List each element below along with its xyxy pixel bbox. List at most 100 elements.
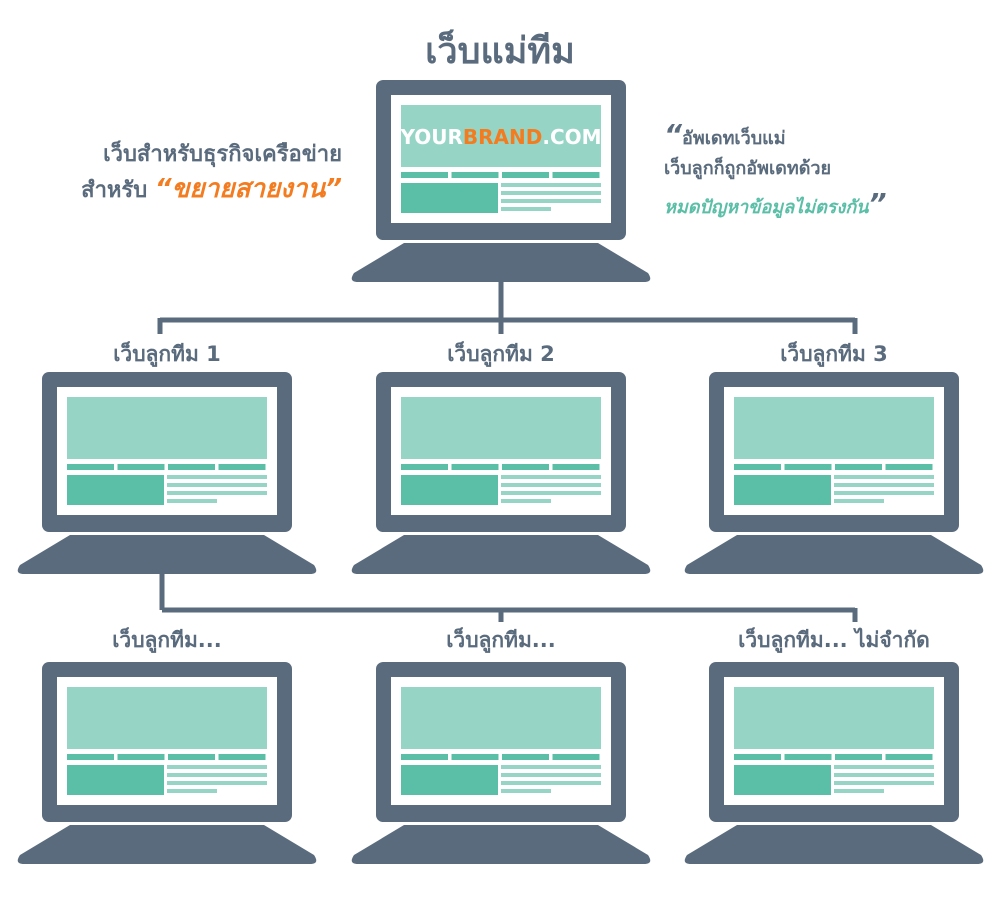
child-label-1: เว็บลูกทีม 1 <box>113 342 221 366</box>
child-laptop-2 <box>351 372 651 574</box>
screen-text-line <box>167 491 267 495</box>
screen-nav-bar <box>218 754 266 760</box>
left-text-line1: เว็บสำหรับธุรกิจเครือข่าย <box>103 142 342 167</box>
child-laptop-3 <box>684 372 984 574</box>
child-label-2: เว็บลูกทีม 2 <box>447 342 555 366</box>
connector-main <box>157 280 858 334</box>
screen-nav-bar <box>552 172 600 178</box>
screen-text-line <box>834 499 884 503</box>
highlight-text: “ขยายสายงาน” <box>154 174 342 204</box>
screen-nav-bar <box>67 464 114 470</box>
screen-nav-bar <box>218 464 266 470</box>
brand-part2: BRAND <box>463 125 542 149</box>
quote-line1-text: อัพเดทเว็บแม่ <box>682 128 786 149</box>
screen-nav-bar <box>784 464 832 470</box>
screen-nav-bar <box>401 754 448 760</box>
screen-nav-bar <box>552 754 600 760</box>
laptop-base <box>17 825 317 864</box>
quote-line2: เว็บลูกก็ถูกอัพเดทด้วย <box>664 158 832 179</box>
screen-nav-bar <box>168 754 215 760</box>
screen-nav-bar <box>451 754 499 760</box>
screen-header <box>67 687 267 749</box>
child-label-4: เว็บลูกทีม... <box>112 628 222 652</box>
screen-text-line <box>167 789 217 793</box>
screen-nav-bar <box>734 464 781 470</box>
screen-header <box>401 687 601 749</box>
screen-header <box>734 687 934 749</box>
screen-nav-bar <box>885 464 933 470</box>
screen-nav-bar <box>67 754 114 760</box>
screen-text-line <box>501 773 601 777</box>
screen-nav-bar <box>451 464 499 470</box>
screen-text-line <box>501 207 551 211</box>
connector-sub <box>159 573 858 622</box>
child-label-5: เว็บลูกทีม... <box>446 628 556 652</box>
screen-nav-bar <box>401 172 448 178</box>
screen-text-line <box>834 789 884 793</box>
screen-text-line <box>501 183 601 187</box>
screen-text-line <box>167 475 267 479</box>
screen-text-line <box>834 475 934 479</box>
screen-text-line <box>501 765 601 769</box>
screen-block <box>734 475 831 505</box>
left-text-prefix: สำหรับ <box>81 178 148 203</box>
screen-header <box>401 397 601 459</box>
quote-line3-text: หมดปัญหาข้อมูลไม่ตรงกัน <box>664 197 869 218</box>
close-quote: ” <box>868 187 887 220</box>
screen-nav-bar <box>784 754 832 760</box>
left-text-line2: สำหรับ “ขยายสายงาน” <box>81 168 342 209</box>
screen-block <box>401 183 498 213</box>
screen-nav-bar <box>552 464 600 470</box>
laptop-base <box>351 535 651 574</box>
screen-block <box>67 475 164 505</box>
screen-text-line <box>501 199 601 203</box>
screen-text-line <box>501 191 601 195</box>
screen-block <box>734 765 831 795</box>
screen-block <box>401 765 498 795</box>
screen-nav-bar <box>885 754 933 760</box>
page-title: เว็บแม่ทีม <box>425 31 575 72</box>
quote-line3: หมดปัญหาข้อมูลไม่ตรงกัน” <box>664 187 886 221</box>
screen-nav-bar <box>835 754 882 760</box>
screen-nav-bar <box>117 754 165 760</box>
connectors <box>157 280 858 622</box>
screen-header <box>401 105 601 167</box>
screen-text-line <box>167 483 267 487</box>
child-label-3: เว็บลูกทีม 3 <box>780 342 888 366</box>
screen-nav-bar <box>502 464 549 470</box>
screen-text-line <box>834 491 934 495</box>
screen-text-line <box>167 499 217 503</box>
brand-part1: YOUR <box>399 125 462 149</box>
laptop-base <box>351 825 651 864</box>
quote-line1: “อัพเดทเว็บแม่ <box>664 118 786 152</box>
screen-text-line <box>834 765 934 769</box>
laptop-base <box>351 243 651 282</box>
screen-nav-bar <box>502 172 549 178</box>
screen-text-line <box>834 773 934 777</box>
child-laptop-5 <box>351 662 651 864</box>
screen-text-line <box>167 781 267 785</box>
screen-block <box>401 475 498 505</box>
open-quote: “ <box>664 118 683 151</box>
brand-logo: YOURBRAND.COM <box>399 125 601 149</box>
laptop-base <box>684 825 984 864</box>
screen-nav-bar <box>168 464 215 470</box>
screen-text-line <box>167 765 267 769</box>
screen-text-line <box>501 499 551 503</box>
laptop-base <box>684 535 984 574</box>
screen-text-line <box>834 781 934 785</box>
screen-nav-bar <box>734 754 781 760</box>
screen-nav-bar <box>117 464 165 470</box>
child-laptop-4 <box>17 662 317 864</box>
screen-text-line <box>834 483 934 487</box>
screen-text-line <box>501 475 601 479</box>
screen-text-line <box>501 491 601 495</box>
brand-part3: .COM <box>542 125 601 149</box>
screen-header <box>67 397 267 459</box>
screen-text-line <box>501 781 601 785</box>
screen-nav-bar <box>502 754 549 760</box>
screen-nav-bar <box>835 464 882 470</box>
child-laptop-6 <box>684 662 984 864</box>
main-laptop: YOURBRAND.COM <box>351 80 651 282</box>
